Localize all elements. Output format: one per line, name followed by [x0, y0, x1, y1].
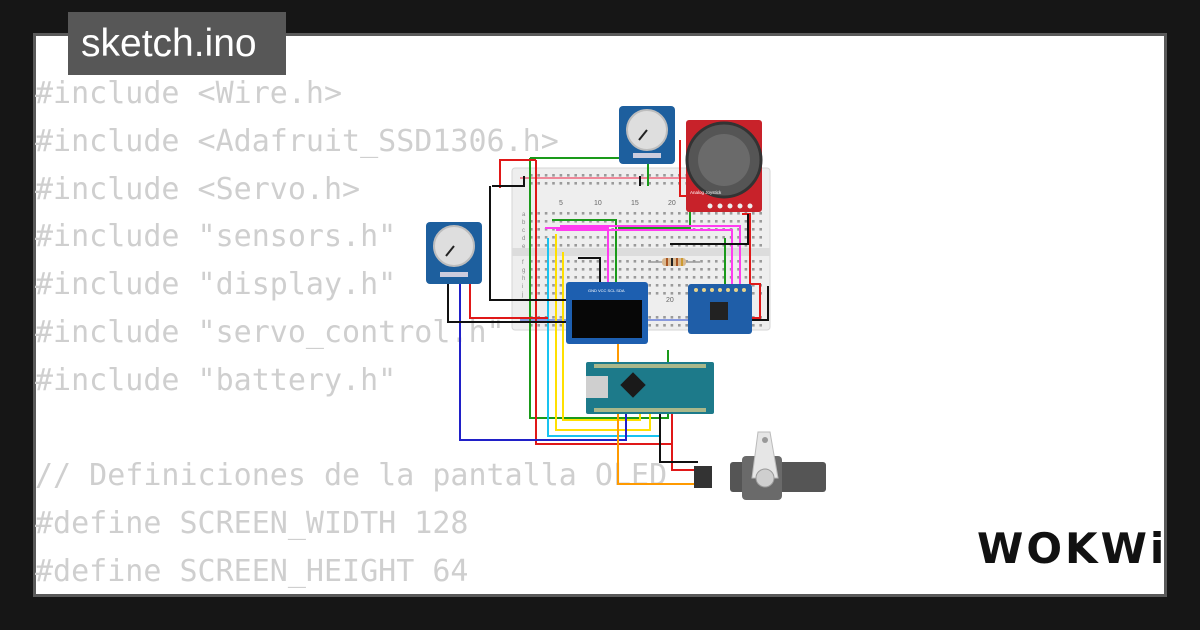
resistor — [648, 258, 700, 266]
imu-sensor — [688, 284, 752, 334]
breadboard-row-label: a — [522, 212, 526, 218]
breadboard-row-label: e — [522, 244, 526, 250]
oled-pin-labels: GND VCC SCL SDA — [588, 288, 625, 293]
code-line: #include "display.h" — [35, 267, 397, 303]
code-line: #define SCREEN_WIDTH 128 — [35, 506, 469, 542]
breadboard-col-label: 10 — [594, 200, 602, 207]
breadboard-col-label: 20 — [668, 200, 676, 207]
wokwi-logo: WOKWi — [977, 524, 1168, 573]
code-line: #include "sensors.h" — [35, 219, 397, 255]
breadboard-row-label: b — [522, 220, 526, 226]
breadboard-row-label: j — [521, 292, 523, 298]
breadboard-col-label: 5 — [559, 200, 563, 207]
breadboard-col-label: 15 — [631, 200, 639, 207]
arduino-nano — [586, 362, 714, 414]
joystick-label: Analog Joystick — [690, 190, 722, 195]
file-tab[interactable]: sketch.ino — [68, 12, 286, 75]
code-line: #include <Wire.h> — [35, 76, 343, 111]
potentiometer-top — [619, 106, 675, 164]
code-line: #include "servo_control.h" — [35, 314, 505, 350]
code-line: #include "battery.h" — [35, 362, 397, 398]
joystick: Analog Joystick — [685, 120, 763, 212]
breadboard-row-label: g — [522, 268, 525, 274]
oled-display: GND VCC SCL SDA — [566, 282, 648, 344]
potentiometer-left — [426, 222, 482, 284]
breadboard-row-label: c — [522, 228, 525, 234]
breadboard-row-label: f — [522, 260, 524, 266]
code-line: // Definiciones de la pantalla OLED — [35, 458, 668, 494]
code-line: #include <Adafruit_SSD1306.h> — [35, 123, 559, 159]
breadboard-row-label: i — [522, 284, 523, 290]
breadboard-col-label: 20 — [666, 297, 674, 304]
servo-motor — [694, 431, 826, 500]
file-tab-label: sketch.ino — [81, 22, 257, 65]
code-line: #define SCREEN_HEIGHT 64 — [35, 553, 469, 589]
breadboard-row-label: d — [522, 236, 525, 242]
code-preview: #include <Wire.h> #include <Adafruit_SSD1… — [35, 70, 667, 596]
code-line: #include <Servo.h> — [35, 171, 361, 207]
breadboard-row-label: h — [522, 276, 525, 282]
